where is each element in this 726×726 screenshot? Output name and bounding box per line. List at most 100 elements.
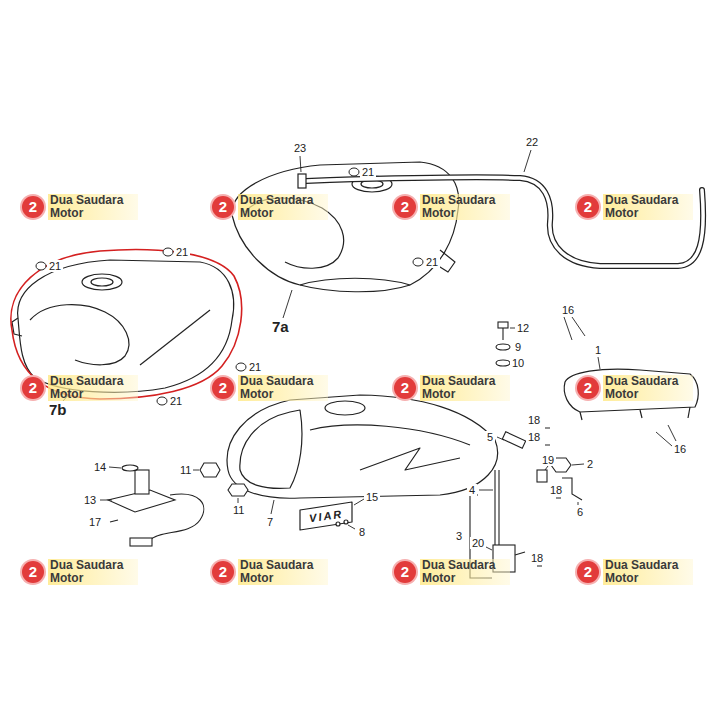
fuel-tank-7 (336, 522, 340, 526)
watermark-logo: 2 (577, 561, 599, 583)
fuel-sender-13 (122, 465, 138, 471)
seat-1 (580, 407, 690, 420)
leader-lines (238, 498, 239, 503)
watermark-logo: 2 (577, 377, 599, 399)
callout-number: 21 (47, 260, 63, 272)
callout-number: 7 (265, 516, 275, 528)
grommets-21 (36, 168, 423, 405)
callout-number: 1 (593, 344, 603, 356)
leader-lines (656, 432, 672, 446)
leader-lines (100, 500, 112, 501)
callout-number: 5 (485, 431, 495, 443)
watermark-logo: 2 (394, 561, 416, 583)
leader-lines (572, 464, 584, 465)
watermark-text: Dua Saudara Motor (420, 559, 510, 585)
fuel-tank-7b (12, 260, 234, 392)
watermark-logo: 2 (22, 377, 44, 399)
callout-number: 18 (548, 484, 564, 496)
fuel-tank-7b (18, 260, 234, 392)
leader-lines (300, 156, 301, 172)
fuel-petcock-3 (494, 470, 495, 545)
callout-number: 21 (360, 166, 376, 178)
fuel-tank-7b (140, 310, 210, 365)
bolt-washers (496, 360, 510, 366)
fuel-tank-7 (240, 410, 302, 488)
bolt-washers (498, 322, 508, 328)
watermark-text: Dua Saudara Motor (603, 194, 693, 220)
leader-lines (598, 357, 600, 369)
callout-number: 22 (524, 136, 540, 148)
watermark-logo: 2 (22, 196, 44, 218)
leader-lines (283, 290, 292, 318)
fuel-tank-7 (300, 502, 352, 530)
fuel-sender-13 (150, 494, 204, 540)
callout-number: 9 (513, 341, 523, 353)
watermark-text: Dua Saudara Motor (420, 194, 510, 220)
fuel-tank-7b (91, 278, 113, 286)
grommets-21 (163, 248, 173, 256)
callout-number: 21 (168, 395, 184, 407)
callout-number: 8 (357, 526, 367, 538)
leader-lines (479, 490, 493, 491)
callout-number: 15 (364, 491, 380, 503)
callout-number: 18 (526, 431, 542, 443)
watermark-text: Dua Saudara Motor (48, 559, 138, 585)
fuel-petcock-3 (537, 470, 547, 482)
watermark-logo: 2 (394, 377, 416, 399)
callout-number: 11 (178, 464, 193, 476)
callout-number: 23 (292, 142, 308, 154)
callout-number: 20 (470, 537, 486, 549)
watermark-text: Dua Saudara Motor (238, 194, 328, 220)
watermark-logo: 2 (212, 196, 234, 218)
callout-number: 21 (174, 246, 190, 258)
leader-lines (109, 467, 121, 468)
fuel-tank-7 (360, 448, 460, 470)
seat-1 (564, 369, 698, 420)
bolt-washers (496, 344, 510, 350)
fuel-petcock-3 (498, 470, 499, 545)
fuel-petcock-3 (502, 432, 525, 449)
fuel-tank-7 (325, 401, 365, 415)
callout-number: 10 (510, 357, 526, 369)
leader-lines (572, 317, 585, 336)
watermark-text: Dua Saudara Motor (603, 559, 693, 585)
rubber-mounts-11 (228, 484, 248, 496)
watermark-logo: 2 (212, 377, 234, 399)
fuel-petcock-3 (537, 428, 561, 566)
fuel-petcock-3 (470, 428, 582, 578)
bolt-washers (502, 328, 503, 340)
leader-lines (354, 499, 364, 505)
callout-number: 6 (575, 506, 585, 518)
fuel-tank-7b (82, 274, 122, 290)
grommets-21 (36, 262, 46, 270)
fuel-sender-13 (110, 520, 118, 522)
watermark-logo: 2 (22, 561, 44, 583)
seat-1 (564, 369, 698, 412)
leader-lines (564, 317, 572, 340)
callout-number: 18 (529, 552, 545, 564)
leader-lines (63, 150, 676, 550)
watermark-text: Dua Saudara Motor (238, 375, 328, 401)
fuel-tank-7 (344, 520, 348, 524)
callout-number: 14 (92, 461, 108, 473)
leader-lines (524, 150, 531, 172)
fuel-petcock-3 (562, 478, 582, 500)
callout-number: 21 (247, 361, 263, 373)
callout-number: 16 (672, 443, 688, 455)
callout-number: 18 (526, 414, 542, 426)
fuel-sender-13 (130, 538, 152, 546)
part-code: 7a (270, 319, 291, 335)
grommets-21 (236, 363, 246, 371)
callout-number: 13 (82, 494, 98, 506)
callout-number: 4 (467, 484, 477, 496)
fuel-hose-22 (306, 177, 703, 266)
callout-number: 17 (87, 516, 103, 528)
callout-number: 12 (515, 322, 531, 334)
watermark-text: Dua Saudara Motor (238, 559, 328, 585)
fuel-petcock-3 (515, 552, 525, 555)
watermark-text: Dua Saudara Motor (48, 194, 138, 220)
fuel-tank-7b (30, 305, 129, 365)
callout-number: 11 (231, 504, 246, 516)
